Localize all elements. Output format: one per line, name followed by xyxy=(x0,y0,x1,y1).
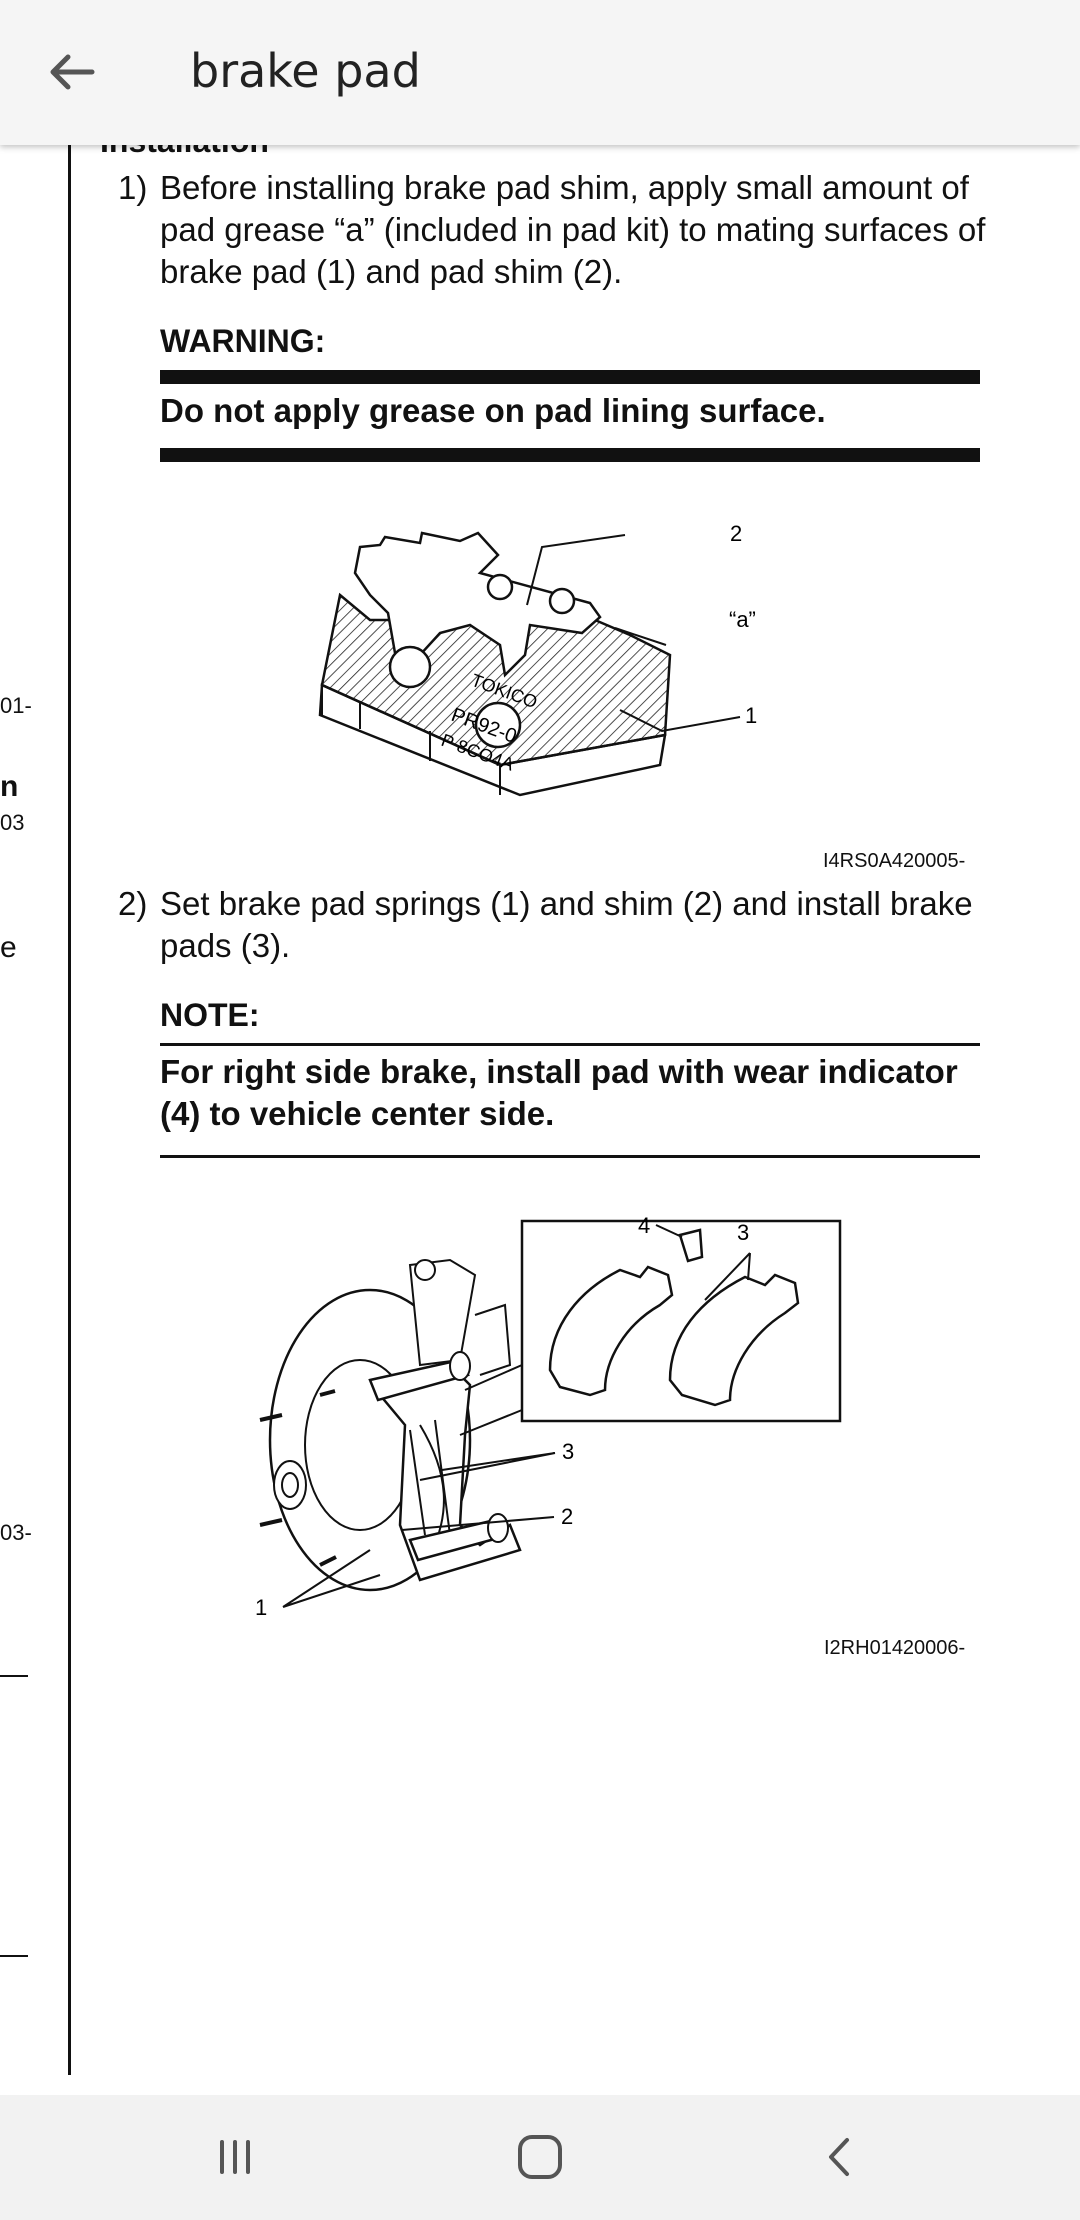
callout-1: 1 xyxy=(745,703,757,728)
document-viewport[interactable]: 01- n 03 e 03- Installation 1) Before in… xyxy=(0,145,1080,2095)
warning-text: Do not apply grease on pad lining surfac… xyxy=(160,392,826,429)
callout-2: 2 xyxy=(730,525,742,546)
step-text: Before installing brake pad shim, apply … xyxy=(160,169,986,290)
warning-rule-bottom xyxy=(160,448,980,462)
figure-code: I4RS0A420005- xyxy=(823,850,966,872)
step-number: 2) xyxy=(118,885,148,922)
home-button[interactable] xyxy=(485,2115,595,2199)
note-rule-top xyxy=(160,1043,980,1046)
callout-4: 4 xyxy=(638,1213,650,1238)
step-number: 1) xyxy=(118,169,148,206)
home-icon xyxy=(518,2135,562,2179)
app-bar: brake pad xyxy=(0,0,1080,145)
left-fragment: n xyxy=(0,770,19,803)
left-fragment-rule xyxy=(0,1955,28,1957)
system-back-button[interactable] xyxy=(785,2115,895,2199)
note-rule-bottom xyxy=(160,1155,980,1158)
arrow-left-icon xyxy=(50,54,95,90)
back-arrow-button[interactable] xyxy=(30,30,114,114)
callout-2: 2 xyxy=(561,1504,573,1529)
callout-3-inset: 3 xyxy=(737,1220,749,1245)
left-fragment: 03- xyxy=(0,1520,32,1545)
note-title: NOTE: xyxy=(160,997,260,1033)
page-title: brake pad xyxy=(190,44,421,98)
figure-code: I2RH01420006- xyxy=(824,1637,966,1659)
back-icon xyxy=(829,2138,849,2176)
section-heading: Installation xyxy=(100,145,269,160)
page-margin-rule xyxy=(68,145,71,2075)
step-text: Set brake pad springs (1) and shim (2) a… xyxy=(160,885,973,964)
left-fragment-rule xyxy=(0,1675,28,1677)
callout-a: “a” xyxy=(729,607,756,632)
left-fragment: 01- xyxy=(0,693,32,718)
recents-icon xyxy=(220,2140,250,2174)
note-text: For right side brake, install pad with w… xyxy=(160,1053,958,1132)
warning-title: WARNING: xyxy=(160,323,326,359)
left-fragment: e xyxy=(0,931,17,964)
caliper-assembly-diagram: 4 3 3 2 1 xyxy=(255,1213,842,1620)
callout-1: 1 xyxy=(255,1595,267,1620)
recents-button[interactable] xyxy=(180,2115,290,2199)
left-fragment: 03 xyxy=(0,810,25,835)
brake-pad-shim-diagram: TOKICO PR92-0 P 8CO4A 2 “a” 1 xyxy=(318,525,757,797)
callout-3: 3 xyxy=(562,1439,574,1464)
warning-rule-top xyxy=(160,370,980,384)
system-nav-bar xyxy=(0,2095,1080,2220)
